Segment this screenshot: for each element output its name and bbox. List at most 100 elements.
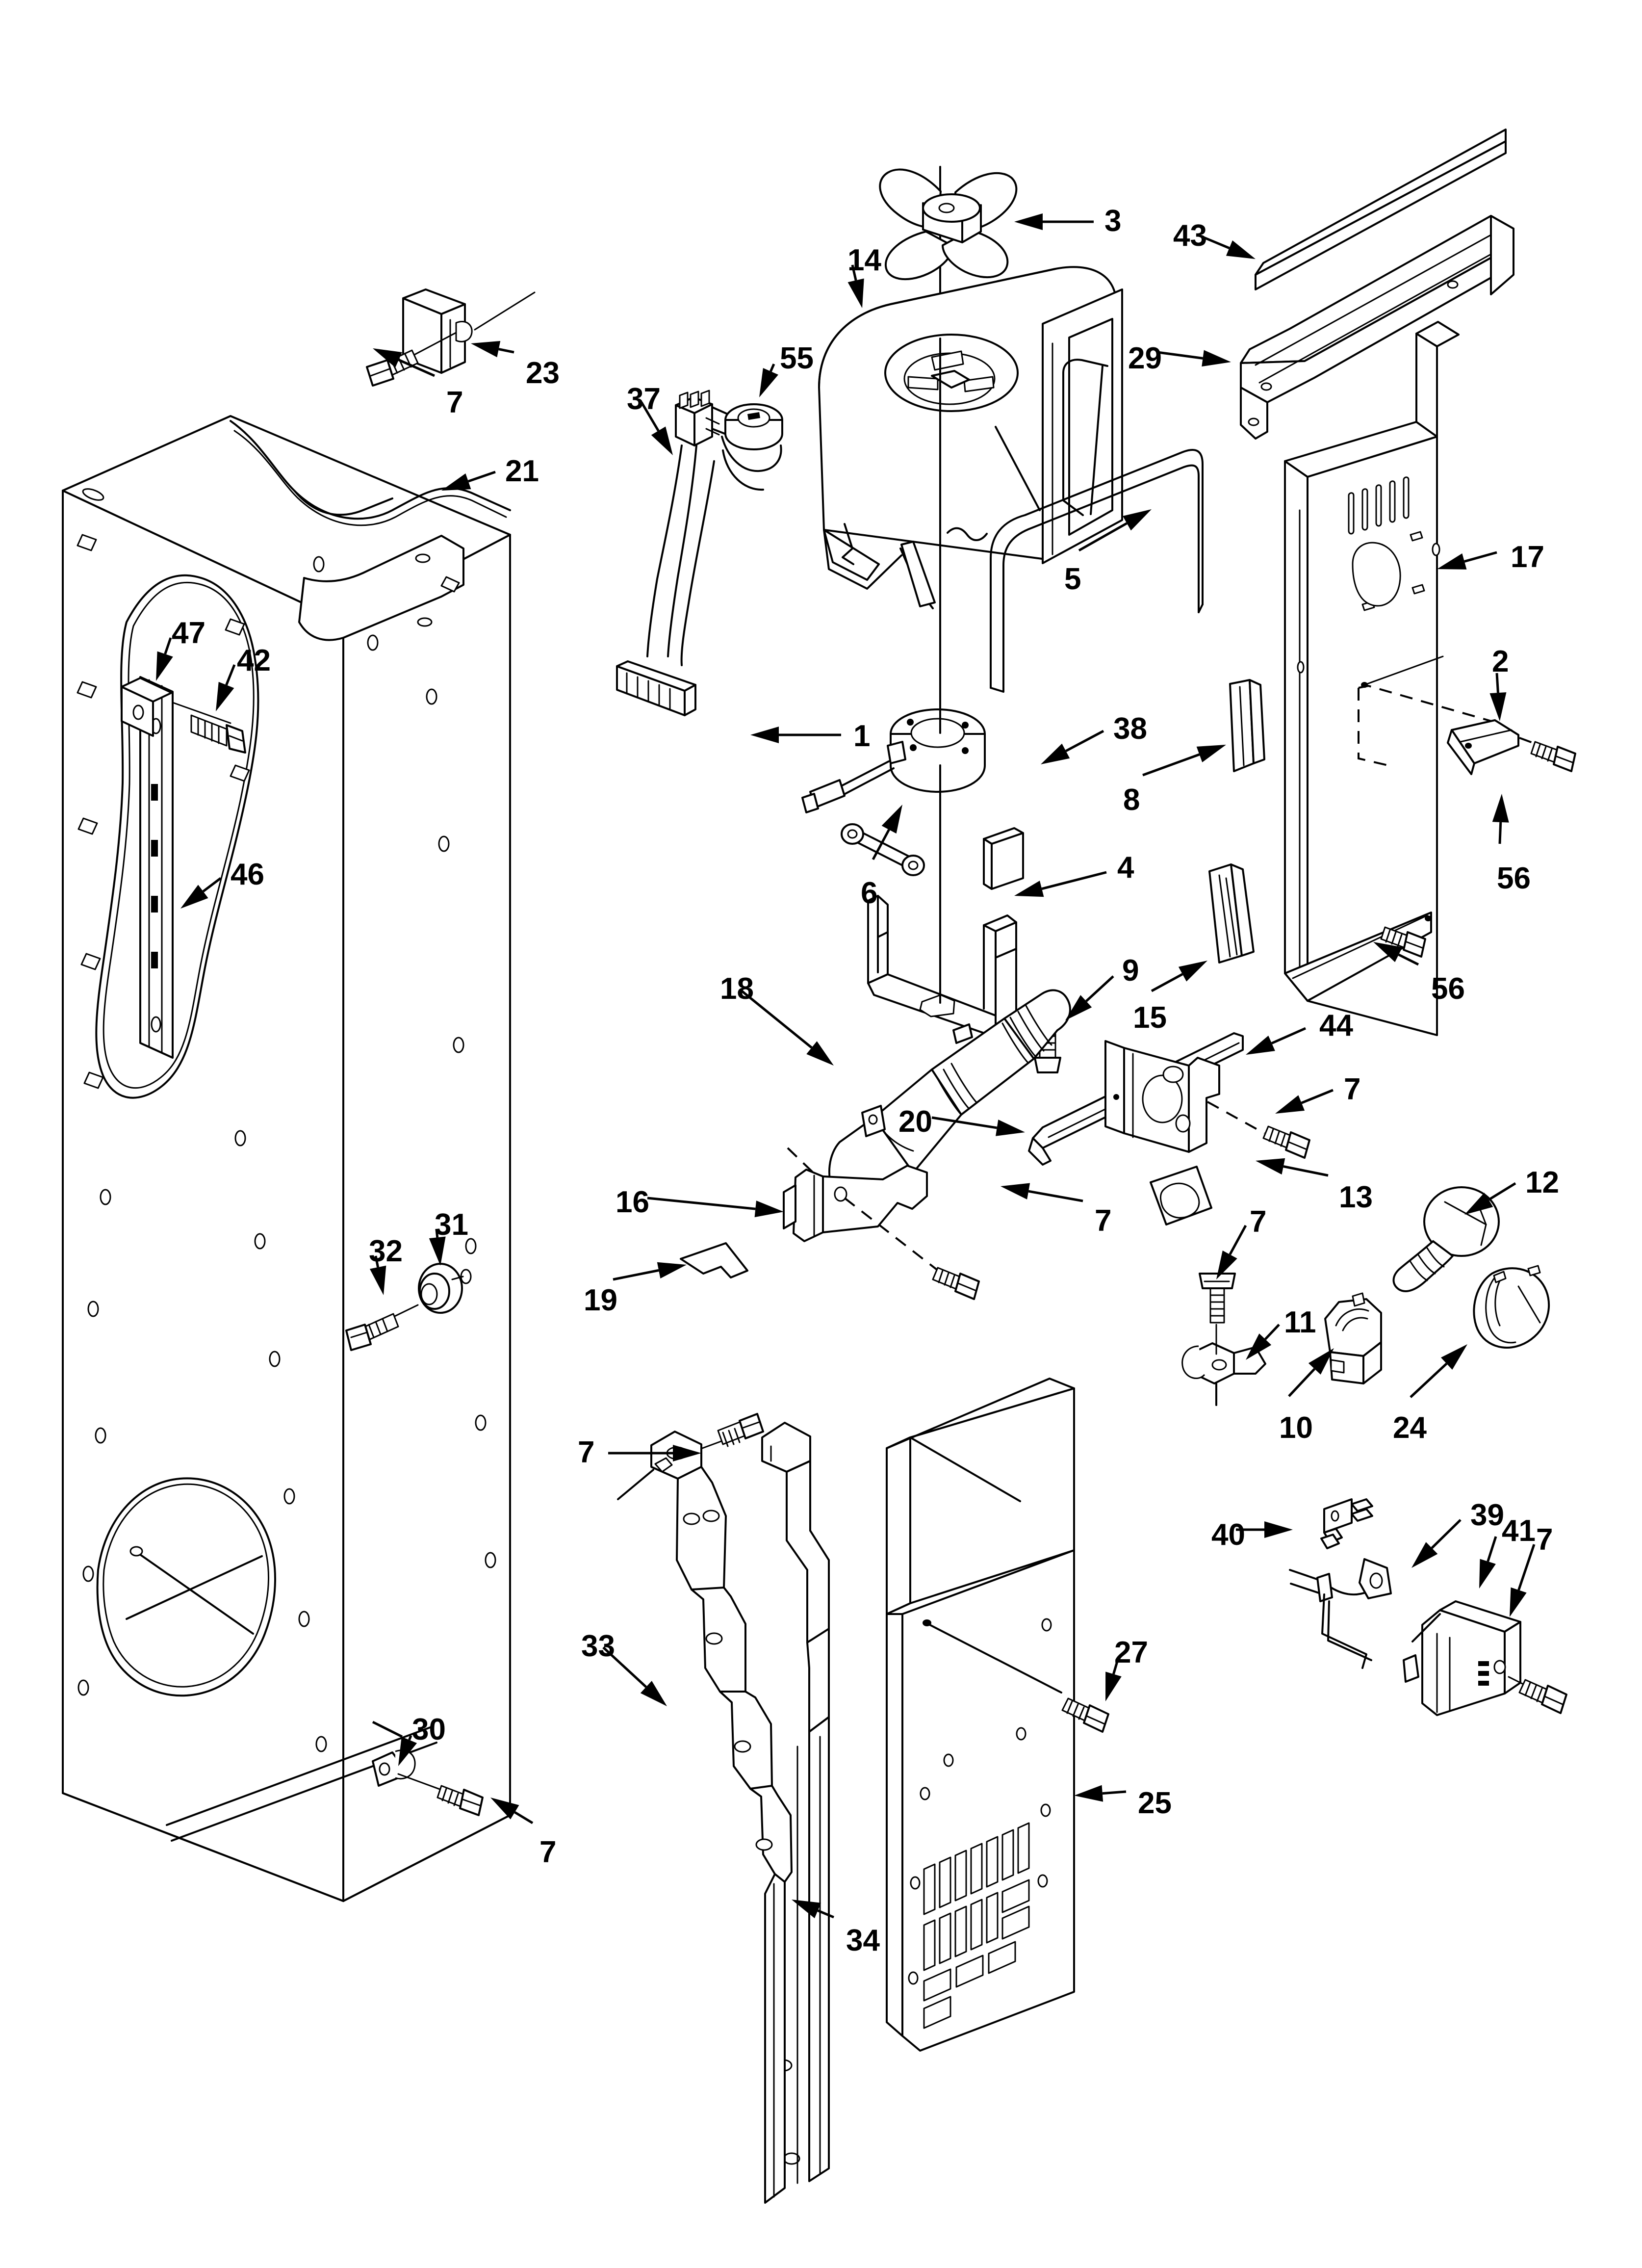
leader-arrowhead-27 xyxy=(1105,1671,1122,1701)
cabinet-liner-assembly xyxy=(62,415,511,1902)
part-11-clip xyxy=(1181,1273,1266,1406)
callout-number-9: 9 xyxy=(1122,954,1139,988)
leader-line-56 xyxy=(1498,822,1502,844)
callout-number-19: 19 xyxy=(584,1283,617,1317)
leader-arrowhead-23 xyxy=(471,340,501,358)
callout-number-7: 7 xyxy=(1536,1523,1553,1557)
callout-number-8: 8 xyxy=(1123,783,1140,817)
callout-number-56: 56 xyxy=(1431,972,1465,1006)
part-13-lens xyxy=(1150,1166,1212,1225)
part-19-tag xyxy=(680,1242,748,1278)
callout-number-7: 7 xyxy=(539,1835,557,1869)
callout-number-55: 55 xyxy=(780,341,814,375)
leader-arrowhead-9 xyxy=(1065,995,1092,1020)
leader-line-56 xyxy=(1398,953,1419,966)
callout-number-39: 39 xyxy=(1470,1498,1504,1532)
leader-arrowhead-38 xyxy=(1041,743,1070,764)
callout-number-7: 7 xyxy=(446,386,463,419)
leader-line-7 xyxy=(1028,1190,1083,1202)
callout-number-21: 21 xyxy=(505,454,539,488)
callout-number-3: 3 xyxy=(1104,204,1122,238)
leader-line-5 xyxy=(1078,522,1128,552)
leader-arrowhead-21 xyxy=(441,473,471,491)
callout-number-11: 11 xyxy=(1284,1305,1316,1339)
callout-leaders xyxy=(156,213,1536,1919)
callout-number-31: 31 xyxy=(435,1208,468,1242)
callout-number-20: 20 xyxy=(898,1105,932,1139)
leader-arrowhead-29 xyxy=(1202,350,1231,367)
leader-line-27 xyxy=(1112,1658,1120,1675)
callout-number-7: 7 xyxy=(1095,1204,1112,1238)
leader-line-7 xyxy=(1301,1089,1334,1104)
leader-line-15 xyxy=(1151,973,1183,992)
part-23-bracket xyxy=(366,288,536,387)
part-34-rail xyxy=(761,1422,830,2184)
leader-line-7 xyxy=(514,1811,534,1825)
part-5-wire-loop xyxy=(990,449,1204,693)
leader-arrowhead-20 xyxy=(996,1120,1025,1136)
part-40-terminal xyxy=(1320,1498,1373,1549)
leader-arrowhead-33 xyxy=(640,1681,667,1706)
callout-number-24: 24 xyxy=(1393,1411,1427,1445)
leader-arrowhead-15 xyxy=(1178,961,1207,982)
part-3-fan-blade xyxy=(879,166,1018,339)
callout-number-7: 7 xyxy=(578,1435,595,1469)
callout-number-10: 10 xyxy=(1279,1411,1313,1445)
leader-line-7 xyxy=(1229,1225,1247,1255)
leader-line-6 xyxy=(872,829,890,860)
callout-number-16: 16 xyxy=(616,1185,649,1219)
leader-line-20 xyxy=(931,1116,998,1129)
leader-arrowhead-40 xyxy=(1264,1521,1293,1538)
leader-line-47 xyxy=(164,637,172,654)
leader-arrowhead-43 xyxy=(1226,240,1256,259)
leader-arrowhead-17 xyxy=(1437,553,1467,570)
leader-arrowhead-7 xyxy=(1001,1183,1030,1199)
leader-line-21 xyxy=(468,470,496,483)
leader-line-30 xyxy=(408,1735,412,1741)
leader-arrowhead-7 xyxy=(490,1798,519,1820)
leader-line-18 xyxy=(740,989,813,1049)
part-30-clip-screw xyxy=(372,1721,484,1816)
leader-line-14 xyxy=(851,264,857,281)
leader-arrowhead-55 xyxy=(759,368,778,397)
part-41-control-box xyxy=(1411,1600,1567,1716)
part-18-tube xyxy=(828,989,1071,1211)
callout-number-17: 17 xyxy=(1511,540,1544,574)
callout-number-43: 43 xyxy=(1173,219,1207,253)
leader-line-4 xyxy=(1041,871,1107,890)
leader-line-31 xyxy=(435,1229,439,1238)
leader-arrowhead-6 xyxy=(881,805,902,834)
leader-line-29 xyxy=(1157,351,1203,360)
callout-number-37: 37 xyxy=(627,382,661,416)
leader-arrowhead-47 xyxy=(156,651,173,681)
part-39-harness xyxy=(1289,1558,1419,1683)
leader-arrowhead-18 xyxy=(806,1041,834,1066)
part-10-connector xyxy=(1324,1292,1382,1384)
leader-line-44 xyxy=(1271,1027,1307,1044)
leader-line-10 xyxy=(1288,1368,1316,1397)
leader-arrowhead-56 xyxy=(1373,942,1403,963)
callout-number-4: 4 xyxy=(1117,851,1134,885)
callout-number-41: 41 xyxy=(1502,1514,1536,1548)
callout-number-29: 29 xyxy=(1128,341,1162,375)
callout-number-44: 44 xyxy=(1319,1009,1353,1043)
part-16-bracket xyxy=(783,1147,980,1300)
leader-line-41 xyxy=(1487,1536,1497,1562)
leader-arrowhead-14 xyxy=(847,278,864,308)
leader-line-25 xyxy=(1102,1790,1127,1795)
leader-arrowhead-19 xyxy=(657,1262,687,1279)
callout-number-34: 34 xyxy=(846,1924,880,1957)
part-31-32-grommet-screw xyxy=(345,1263,472,1351)
leader-arrowhead-7 xyxy=(373,348,402,368)
callout-number-13: 13 xyxy=(1339,1180,1373,1214)
callout-number-38: 38 xyxy=(1113,712,1147,746)
part-29-bracket-rail xyxy=(1240,215,1514,440)
leader-arrowhead-7 xyxy=(1216,1250,1237,1279)
leader-arrowhead-7 xyxy=(673,1445,701,1461)
leader-line-33 xyxy=(602,1646,647,1688)
leader-line-24 xyxy=(1410,1362,1448,1398)
callout-number-47: 47 xyxy=(172,616,205,650)
leader-arrowhead-31 xyxy=(429,1236,446,1266)
leader-line-9 xyxy=(1085,975,1114,1002)
